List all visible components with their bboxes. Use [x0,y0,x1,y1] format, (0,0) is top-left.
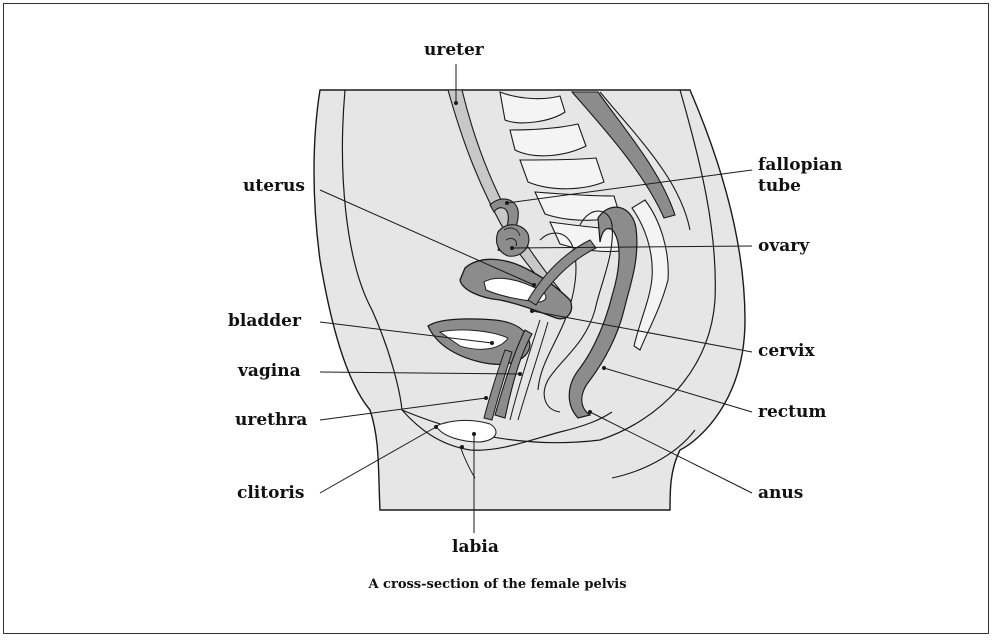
label-bladder: bladder [228,311,301,331]
label-ovary: ovary [758,236,809,256]
label-vagina: vagina [238,361,301,381]
label-anus: anus [758,483,803,503]
label-uterus: uterus [243,176,305,196]
label-clitoris: clitoris [237,483,304,503]
figure-caption: A cross-section of the female pelvis [0,577,995,592]
label-ureter: ureter [424,40,484,60]
label-urethra: urethra [235,410,307,430]
label-fallopian-tube: fallopian tube [758,155,842,197]
label-rectum: rectum [758,402,826,422]
label-labia: labia [452,537,499,557]
label-cervix: cervix [758,341,815,361]
ovary-organ [496,225,528,256]
